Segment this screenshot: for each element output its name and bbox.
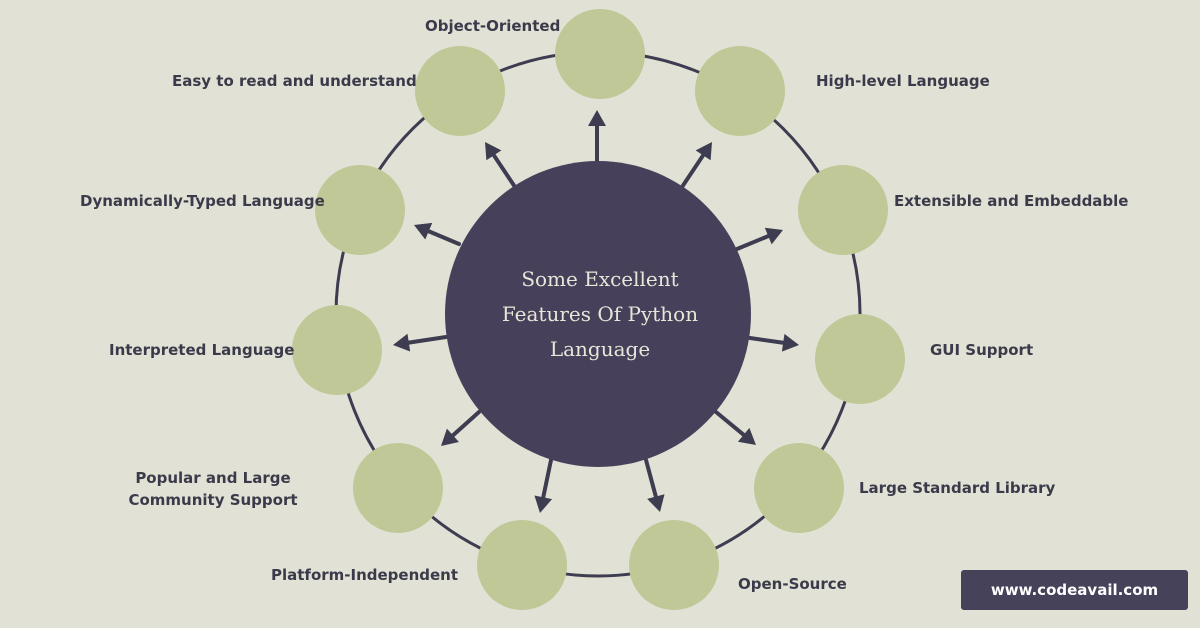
- arrow-head-community-support: [441, 428, 459, 446]
- arrow-shaft-gui-support: [748, 336, 786, 345]
- arrow-shaft-large-standard-library: [714, 410, 746, 437]
- node-easy-to-read: [415, 46, 505, 136]
- label-large-standard-library: Large Standard Library: [859, 479, 1056, 497]
- arrow-head-extensible-and-embeddable: [764, 227, 783, 245]
- label-open-source: Open-Source: [738, 575, 847, 593]
- node-object-oriented: [555, 9, 645, 99]
- node-large-standard-library: [754, 443, 844, 533]
- label-easy-to-read: Easy to read and understand: [172, 72, 417, 90]
- label-platform-independent: Platform-Independent: [271, 566, 459, 584]
- label-community-support: Popular and Large Community Support: [128, 469, 298, 509]
- label-dynamically-typed-language: Dynamically-Typed Language: [80, 192, 325, 210]
- arrow-head-interpreted-language: [393, 333, 411, 352]
- arrow-head-dynamically-typed-language: [414, 222, 433, 240]
- label-extensible-and-embeddable: Extensible and Embeddable: [894, 192, 1129, 210]
- arrow-shaft-community-support: [450, 410, 481, 438]
- center-title-line-1: Some Excellent: [521, 267, 679, 291]
- arrow-shaft-easy-to-read: [491, 153, 517, 189]
- website-link[interactable]: www.codeavail.com: [990, 581, 1159, 599]
- center-title-line-2: Features Of Python: [501, 302, 699, 326]
- label-high-level-language: High-level Language: [816, 72, 990, 90]
- arrow-head-platform-independent: [534, 495, 553, 513]
- website-badge[interactable]: www.codeavail.com: [961, 570, 1188, 610]
- center-title: Some Excellent Features Of Python Langua…: [470, 262, 730, 367]
- arrow-head-easy-to-read: [485, 142, 502, 161]
- label-object-oriented: Object-Oriented: [425, 17, 561, 35]
- node-open-source: [629, 520, 719, 610]
- arrow-head-object-oriented: [588, 110, 606, 126]
- arrow-shaft-high-level-language: [680, 153, 706, 189]
- label-interpreted-language: Interpreted Language: [109, 341, 295, 359]
- arrow-head-open-source: [647, 494, 665, 512]
- node-high-level-language: [695, 46, 785, 136]
- center-title-line-3: Language: [549, 337, 651, 361]
- node-extensible-and-embeddable: [798, 165, 888, 255]
- arrow-shaft-interpreted-language: [406, 335, 448, 345]
- arrow-head-large-standard-library: [737, 427, 756, 445]
- label-gui-support: GUI Support: [930, 341, 1034, 359]
- arrow-shaft-open-source: [644, 458, 658, 499]
- node-gui-support: [815, 314, 905, 404]
- arrow-head-high-level-language: [695, 142, 712, 161]
- node-community-support: [353, 443, 443, 533]
- arrow-shaft-dynamically-typed-language: [426, 229, 461, 246]
- node-platform-independent: [477, 520, 567, 610]
- center-hub: [445, 161, 751, 467]
- arrow-shaft-extensible-and-embeddable: [735, 234, 771, 251]
- node-dynamically-typed-language: [315, 165, 405, 255]
- node-interpreted-language: [292, 305, 382, 395]
- arrow-shaft-platform-independent: [541, 458, 553, 500]
- arrow-head-gui-support: [781, 333, 799, 352]
